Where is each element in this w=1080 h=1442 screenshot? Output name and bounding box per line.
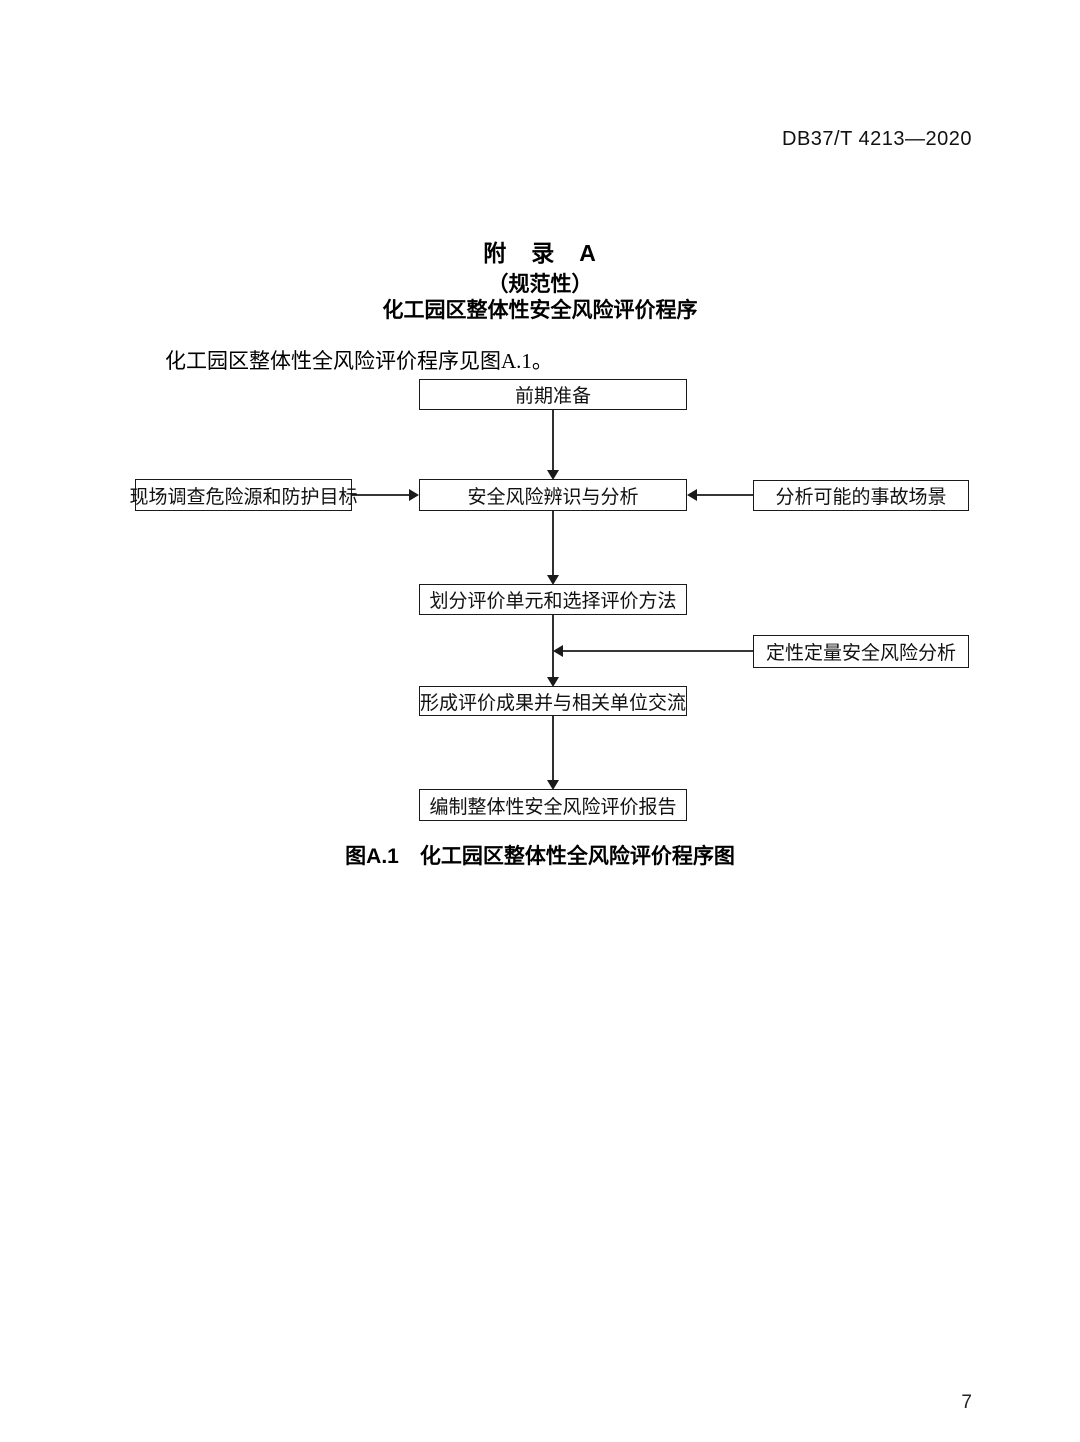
flowchart-connectors bbox=[352, 410, 753, 790]
flow-node-result: 形成评价成果并与相关单位交流 bbox=[419, 686, 687, 716]
standard-number-header: DB37/T 4213—2020 bbox=[782, 128, 972, 150]
annex-subtitle: （规范性） bbox=[487, 273, 593, 296]
edge-quantify-to-trunk bbox=[553, 645, 753, 657]
flow-node-unit: 划分评价单元和选择评价方法 bbox=[419, 584, 687, 615]
flow-node-label: 前期准备 bbox=[514, 386, 591, 407]
flow-node-label: 现场调查危险源和防护目标 bbox=[129, 486, 358, 508]
page-number: 7 bbox=[961, 1392, 972, 1413]
flow-node-label: 划分评价单元和选择评价方法 bbox=[429, 591, 677, 612]
flow-node-label: 编制整体性安全风险评价报告 bbox=[429, 796, 677, 818]
annex-title: 附 录 A bbox=[483, 240, 597, 266]
flow-node-survey: 现场调查危险源和防护目标 bbox=[130, 479, 358, 511]
flow-node-label: 分析可能的事故场景 bbox=[775, 487, 947, 508]
edge-unit-to-result bbox=[547, 615, 559, 687]
flow-node-label: 形成评价成果并与相关单位交流 bbox=[420, 692, 687, 714]
flow-node-scenario: 分析可能的事故场景 bbox=[753, 480, 969, 511]
body-paragraph: 化工园区整体性全风险评价程序见图A.1。 bbox=[165, 349, 553, 373]
figure-caption: 图A.1 化工园区整体性全风险评价程序图 bbox=[345, 845, 735, 868]
flow-node-label: 安全风险辨识与分析 bbox=[467, 486, 639, 508]
flow-node-identify: 安全风险辨识与分析 bbox=[419, 479, 687, 511]
flow-node-quantify: 定性定量安全风险分析 bbox=[753, 635, 969, 668]
edge-identify-to-unit bbox=[547, 511, 559, 585]
edge-result-to-report bbox=[547, 716, 559, 790]
annex-name: 化工园区整体性安全风险评价程序 bbox=[382, 299, 698, 322]
edge-survey-to-identify bbox=[352, 489, 419, 501]
flowchart-figure: 前期准备 现场调查危险源和防护目标 安全风险辨识与分析 分析可能的事故场景 划分… bbox=[130, 379, 969, 868]
edge-prep-to-identify bbox=[547, 410, 559, 480]
flow-node-prep: 前期准备 bbox=[419, 379, 687, 410]
flow-node-label: 定性定量安全风险分析 bbox=[765, 643, 956, 664]
flow-node-report: 编制整体性安全风险评价报告 bbox=[419, 789, 687, 821]
edge-scenario-to-identify bbox=[687, 489, 753, 501]
